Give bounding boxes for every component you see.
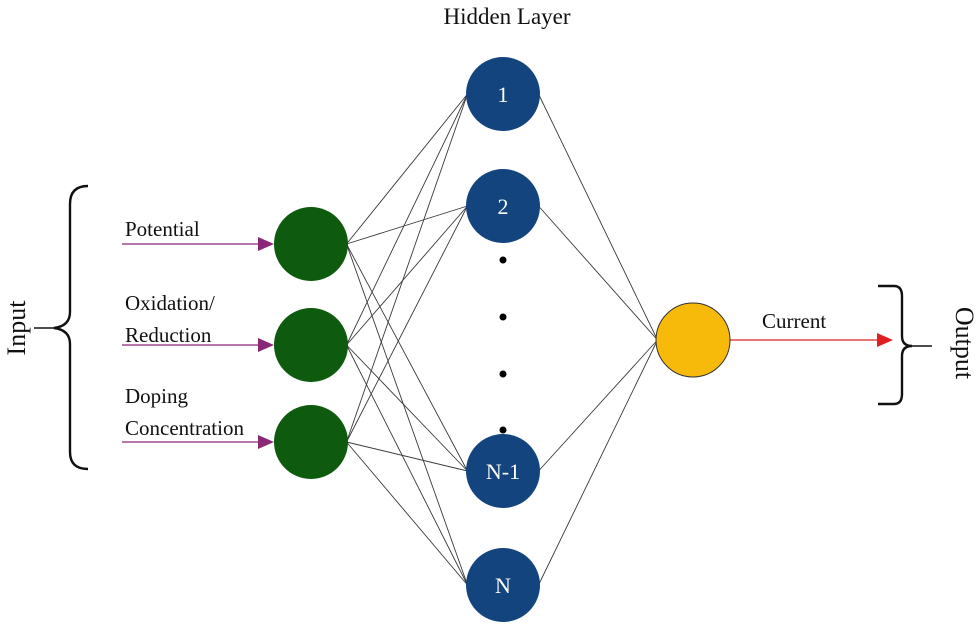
input-node-oxidation [274, 308, 348, 382]
input-arrow-head [258, 237, 274, 251]
input-nodes [274, 207, 348, 479]
input-hidden-connection [346, 93, 468, 346]
input-arrow-head [258, 338, 274, 352]
input-label-doping-line-2: Concentration [125, 416, 244, 440]
hidden-output-connection [538, 339, 658, 586]
hidden-node-n-1-label: N-1 [486, 459, 520, 484]
input-hidden-connection [346, 344, 468, 472]
hidden-ellipsis-dots [499, 256, 507, 434]
output-arrow [730, 333, 893, 347]
hidden-node-2: 2 [466, 169, 540, 243]
input-hidden-connection [346, 93, 468, 245]
ellipsis-dot [499, 313, 507, 321]
input-label-doping: Doping Concentration [125, 384, 244, 440]
output-signal-label: Current [762, 309, 826, 333]
hidden-node-n: N [466, 548, 540, 622]
hidden-node-1-label: 1 [498, 82, 509, 107]
input-label-oxidation: Oxidation/ Reduction [125, 291, 220, 347]
output-label: Output [950, 307, 979, 380]
ellipsis-dot [499, 426, 507, 434]
input-arrows [122, 237, 274, 449]
input-hidden-connection [346, 205, 468, 346]
hidden-node-1: 1 [466, 57, 540, 131]
input-hidden-connection [346, 243, 468, 472]
input-hidden-connection [346, 441, 468, 472]
input-label-oxidation-line-2: Reduction [125, 323, 212, 347]
input-label-potential: Potential [125, 217, 200, 241]
ellipsis-dot [499, 370, 507, 378]
hidden-layer-title: Hidden Layer [443, 4, 570, 29]
hidden-node-n-label: N [495, 573, 511, 598]
input-hidden-connection [346, 93, 468, 443]
network-connections [346, 93, 658, 586]
output-node [655, 302, 731, 378]
hidden-output-connection [538, 339, 658, 472]
hidden-output-connection [538, 93, 658, 341]
ellipsis-dot [499, 256, 507, 264]
input-label-oxidation-line-1: Oxidation/ [125, 291, 215, 315]
hidden-output-connection [538, 205, 658, 341]
input-bracket [53, 184, 89, 471]
input-label-potential-line: Potential [125, 217, 200, 241]
input-hidden-connection [346, 243, 468, 586]
input-hidden-connection [346, 205, 468, 443]
input-label-doping-line-1: Doping [125, 384, 189, 408]
input-label: Input [2, 300, 31, 356]
hidden-node-n-1: N-1 [466, 434, 540, 508]
hidden-node-2-label: 2 [498, 194, 509, 219]
input-hidden-connection [346, 344, 468, 586]
hidden-nodes: 1 2 N-1 N [466, 57, 540, 622]
input-hidden-connection [346, 205, 468, 245]
output-bracket [878, 284, 913, 406]
input-hidden-connection [346, 441, 468, 586]
input-node-potential [274, 207, 348, 281]
input-node-doping [274, 405, 348, 479]
input-arrow-head [258, 435, 274, 449]
